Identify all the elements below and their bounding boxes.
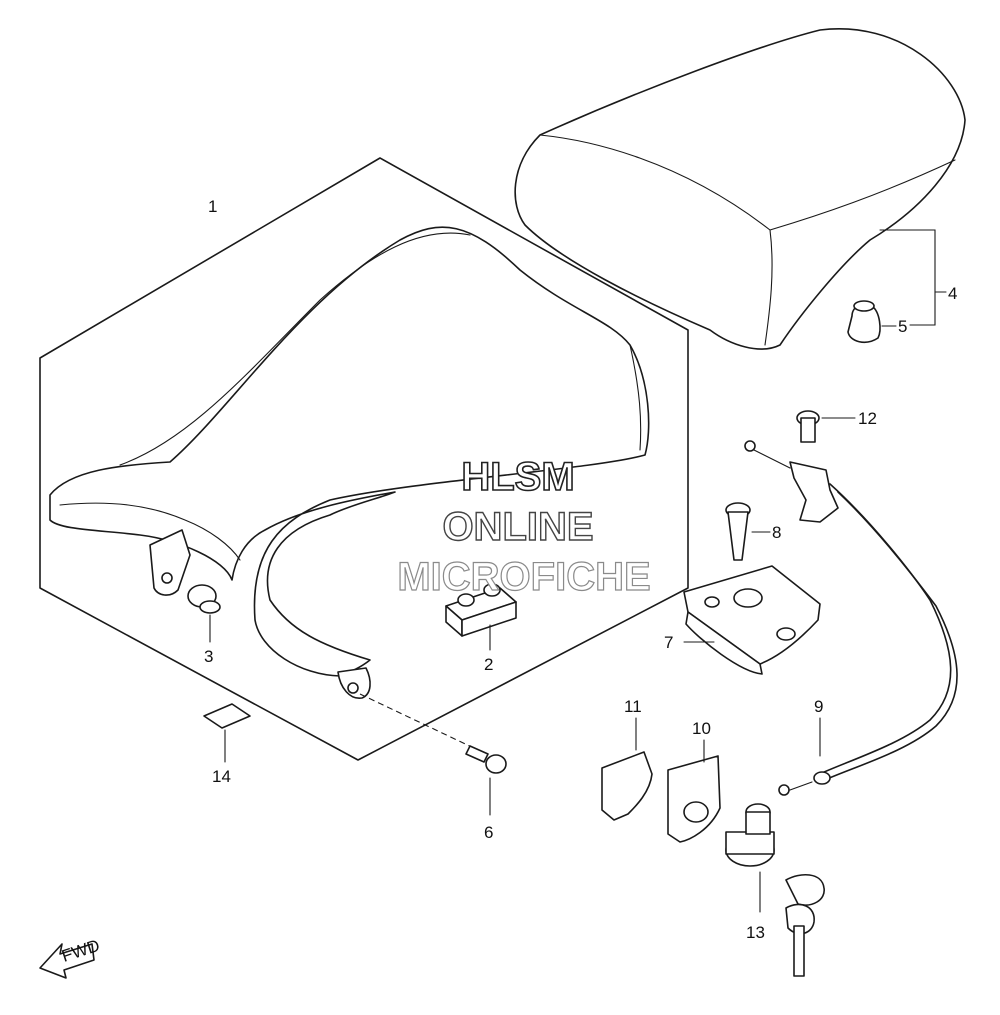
callout-5: 5 — [898, 317, 907, 336]
bracket-hole — [161, 572, 173, 584]
seat-top-contour — [119, 232, 471, 466]
cushion-rubber-part-3 — [187, 584, 221, 643]
fwd-arrow-badge: FWD — [39, 936, 102, 979]
front-hook-bracket — [149, 529, 191, 596]
front-seat-group — [39, 157, 689, 761]
rear-seat-top-edge — [539, 134, 771, 231]
rear-seat-part-4 — [514, 28, 966, 350]
callout-2: 2 — [484, 655, 493, 674]
watermark: HLSM ONLINE MICROFICHE — [397, 454, 652, 599]
watermark-line-3: MICROFICHE — [397, 555, 650, 599]
callout-13: 13 — [746, 923, 765, 942]
lock-cylinder-part-13 — [725, 803, 825, 977]
rear-tab-hole — [347, 682, 359, 694]
lock-base-part-7 — [683, 565, 821, 675]
label-part-14 — [203, 703, 251, 763]
bolt-part-12 — [796, 410, 856, 443]
callout-4: 4 — [948, 284, 957, 303]
callout-3: 3 — [204, 647, 213, 666]
watermark-line-2: ONLINE — [442, 505, 593, 549]
seat-box-outline — [39, 157, 689, 761]
callout-14: 14 — [212, 767, 231, 786]
callout-8: 8 — [772, 523, 781, 542]
rear-seat-body — [514, 28, 966, 350]
damper-part-2 — [445, 583, 517, 651]
bolt-part-6 — [359, 693, 507, 816]
bracket-part-10 — [667, 739, 721, 843]
front-seat-cushion — [49, 226, 650, 677]
cable-part-9 — [744, 440, 958, 796]
callout-12: 12 — [858, 409, 877, 428]
callout-9: 9 — [814, 697, 823, 716]
callout-7: 7 — [664, 633, 673, 652]
rear-seat-side-edge — [764, 229, 773, 346]
callout-11: 11 — [624, 697, 642, 716]
watermark-line-1: HLSM — [461, 455, 574, 499]
screw-part-8 — [725, 502, 771, 561]
clip-part-11 — [601, 717, 653, 821]
callout-6: 6 — [484, 823, 493, 842]
callout-1: 1 — [208, 197, 217, 216]
rear-seat-crease — [769, 159, 956, 231]
callout-10: 10 — [692, 719, 711, 738]
cap-part-5 — [847, 300, 897, 344]
seat-front-contour — [59, 502, 241, 561]
seat-rear-contour — [629, 344, 642, 451]
